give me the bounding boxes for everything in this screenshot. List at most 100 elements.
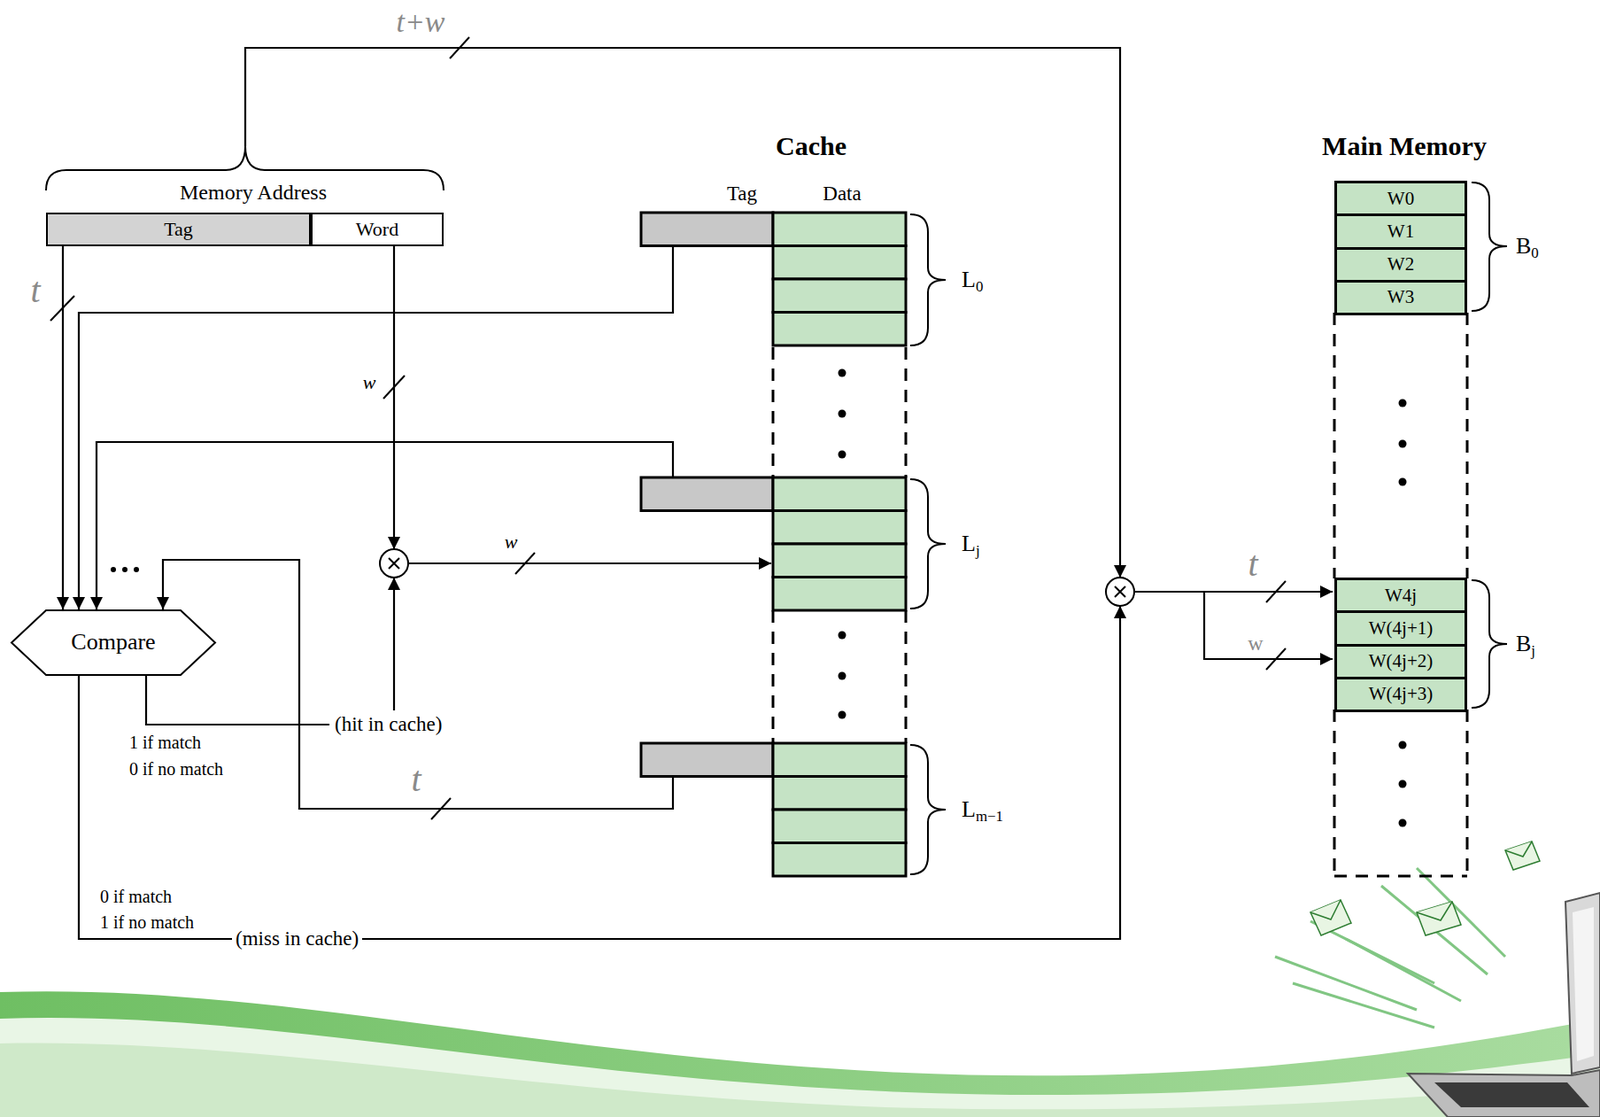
cache-lines	[772, 246, 906, 280]
cache-lines	[641, 477, 773, 511]
laptop-clipart	[1292, 982, 1435, 1028]
wires	[1204, 591, 1333, 659]
background-wave	[0, 990, 1600, 1117]
laptop-clipart	[1310, 899, 1341, 920]
bus-width: t	[30, 270, 40, 310]
wires	[1134, 590, 1333, 593]
ellipsis-dots	[110, 566, 116, 572]
signal-name: (hit in cache)	[334, 712, 442, 735]
braces	[910, 479, 946, 609]
wires	[146, 675, 330, 725]
signal-note: 0 if match	[100, 886, 172, 906]
braces	[46, 146, 1508, 874]
bus-width: t	[1247, 544, 1258, 584]
memory-word: W4j	[1334, 577, 1468, 613]
cache-lines	[641, 212, 906, 876]
memory-word: W3	[1334, 279, 1468, 316]
bus-width: t	[410, 759, 421, 799]
braces	[1471, 579, 1508, 708]
line-label: Lj	[961, 531, 981, 560]
braces	[910, 214, 946, 346]
memory-word: W2	[1334, 247, 1468, 283]
signal-name: (miss in cache)	[231, 927, 363, 950]
background-wave	[0, 1017, 1600, 1117]
dashed-continuation	[772, 347, 906, 743]
laptop-clipart	[1505, 841, 1540, 870]
background-wave	[0, 990, 1600, 1117]
memory-word: W1	[1334, 213, 1468, 249]
laptop-clipart	[1416, 901, 1453, 920]
signal-note: 1 if no match	[100, 912, 194, 932]
ellipsis-dots	[122, 566, 128, 572]
subscript: j	[975, 541, 981, 559]
ellipsis-dots	[1399, 440, 1407, 449]
laptop-clipart	[1505, 841, 1532, 857]
wires	[408, 562, 772, 565]
wires	[96, 441, 673, 610]
wires	[393, 246, 395, 549]
box-text: W4j	[1384, 585, 1417, 606]
ellipsis-dots	[838, 631, 847, 640]
laptop-clipart	[1275, 841, 1600, 1117]
memory-word: W(4j+3)	[1334, 676, 1468, 712]
bus-width-slashes	[50, 37, 1286, 820]
signal-note: 0 if no match	[129, 758, 224, 779]
dashed-continuation	[1334, 312, 1468, 876]
bus-width: t+w	[395, 5, 445, 39]
box-text: W0	[1387, 188, 1415, 209]
block-label: B0	[1515, 233, 1539, 263]
subscript: 0	[975, 278, 983, 295]
column-heading: Tag	[726, 182, 758, 205]
box-text: W(4j+3)	[1368, 683, 1434, 704]
connector	[61, 246, 64, 610]
ellipsis-dots	[1399, 780, 1407, 789]
subscript: m−1	[975, 807, 1004, 825]
cache-lines	[772, 543, 906, 578]
cache-lines	[772, 510, 906, 545]
box-text: W(4j+2)	[1368, 650, 1434, 672]
box-text: W3	[1387, 286, 1415, 308]
signal-note: 1 if match	[129, 732, 201, 752]
address-word-field: Word	[310, 212, 444, 247]
laptop-clipart	[1416, 867, 1506, 957]
background-wave	[0, 1043, 1600, 1117]
laptop-clipart	[1381, 885, 1488, 974]
ellipsis-dots	[838, 450, 847, 459]
bus-width: w	[504, 531, 518, 553]
ellipsis-dots	[1399, 819, 1407, 828]
wires	[78, 246, 673, 610]
memory-word: W(4j+1)	[1334, 610, 1468, 646]
ellipsis-dots	[838, 409, 847, 418]
bus-width: w	[1247, 631, 1263, 655]
section-title: Main Memory	[1321, 131, 1487, 161]
box-text: W2	[1387, 254, 1415, 275]
block-label: Bj	[1515, 631, 1536, 660]
cache-lines	[772, 809, 906, 843]
ellipsis-dots	[1399, 741, 1407, 750]
box-text: W(4j+1)	[1368, 618, 1434, 639]
bus-width-slashes	[383, 375, 405, 399]
cache-lines	[772, 577, 906, 611]
memory-word: W0	[1334, 180, 1468, 217]
laptop-clipart	[1407, 1069, 1600, 1117]
subscript: 0	[1530, 244, 1539, 262]
column-heading: Data	[822, 182, 861, 205]
wires	[162, 559, 673, 809]
cache-lines	[772, 776, 906, 811]
hexagon-outline	[11, 610, 216, 675]
braces	[1471, 182, 1508, 311]
field-heading: Memory Address	[179, 180, 327, 204]
box-text: W1	[1387, 221, 1415, 242]
box-text: Word	[355, 218, 399, 240]
wires	[393, 577, 395, 711]
cache-lines	[772, 312, 906, 347]
wires	[78, 47, 1333, 939]
multiplexer-symbol	[379, 548, 1135, 606]
braces	[910, 744, 946, 874]
ellipsis-dots	[1399, 399, 1407, 408]
multiplexer-symbol	[379, 548, 409, 578]
ellipsis-dots	[110, 369, 1407, 828]
ellipsis-dots	[838, 672, 847, 681]
section-title: Cache	[775, 131, 847, 161]
